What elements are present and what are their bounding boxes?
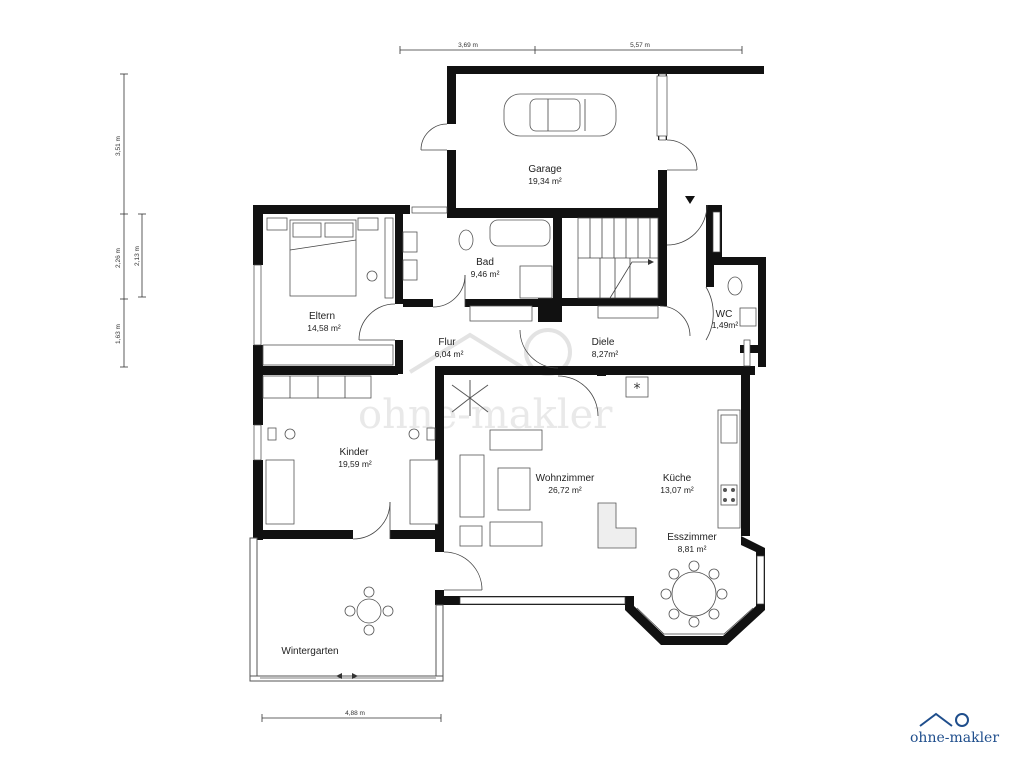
- room-garage-name: Garage: [528, 164, 562, 175]
- room-eltern-name: Eltern: [309, 311, 335, 322]
- bed-right: [409, 459, 439, 525]
- doors: [352, 123, 714, 591]
- bad-cabinet: [469, 305, 533, 322]
- sofa-bottom: [489, 521, 543, 547]
- bubble-icon: [955, 713, 969, 727]
- wardrobe: [384, 217, 394, 299]
- dim-top-right: 5,57 m: [630, 42, 650, 49]
- sink-2: [402, 259, 418, 281]
- room-esszimmer-area: 8,81 m²: [678, 544, 707, 554]
- room-kinder-area: 19,59 m²: [338, 459, 372, 469]
- dim-top-left: 3,69 m: [458, 42, 478, 49]
- chair-right: [408, 428, 420, 440]
- car-icon: [503, 93, 617, 137]
- desk-left: [267, 427, 277, 441]
- svg-text:*: *: [634, 381, 641, 397]
- room-garage-area: 19,34 m²: [528, 176, 562, 186]
- plant-icon: [451, 380, 489, 416]
- room-labels: Garage 19,34 m² Bad 9,46 m² Eltern 14,58…: [281, 164, 738, 657]
- wintergarten-table: [344, 586, 394, 636]
- watermark: ohne-makler: [358, 328, 613, 438]
- desk-right: [426, 427, 436, 441]
- fireplace-icon: [597, 502, 637, 549]
- chair-left: [284, 428, 296, 440]
- bathtub: [489, 219, 551, 247]
- room-kueche-area: 13,07 m²: [660, 485, 694, 495]
- room-eltern-area: 14,58 m²: [307, 323, 341, 333]
- sofa-left: [459, 454, 485, 518]
- room-diele-area: 8,27m²: [592, 349, 619, 359]
- diele-bench: [597, 305, 659, 319]
- sofa-top: [489, 429, 543, 451]
- shower: [519, 265, 553, 299]
- furniture: *: [262, 75, 757, 679]
- logo-text: ohne-makler: [910, 730, 999, 746]
- bed-left: [265, 459, 295, 525]
- room-wintergarten-name: Wintergarten: [281, 646, 338, 657]
- logo: ohne-makler: [910, 712, 999, 746]
- room-bad-name: Bad: [476, 257, 494, 268]
- double-bed: [266, 217, 379, 297]
- dimension-lines: [120, 46, 743, 722]
- room-kueche-name: Küche: [663, 473, 692, 484]
- toilet-bad: [458, 229, 474, 251]
- sliding-door-arrows: [336, 673, 358, 679]
- dim-left-2: 2,26 m: [115, 248, 122, 268]
- stove-icon: [720, 484, 738, 506]
- appliance-icon: [625, 376, 649, 398]
- dim-left-2b: 2,13 m: [134, 246, 141, 266]
- house-icon: [919, 712, 953, 727]
- kinder-wardrobe: [262, 375, 372, 399]
- watermark-text: ohne-makler: [358, 392, 613, 438]
- chair: [366, 270, 378, 282]
- toilet-wc: [727, 276, 743, 296]
- dim-left-1: 3,51 m: [115, 136, 122, 156]
- room-bad-area: 9,46 m²: [471, 269, 500, 279]
- room-wc-area: 1,49m²: [712, 320, 739, 330]
- coffee-table: [497, 467, 531, 511]
- sink-kitchen: [720, 414, 738, 444]
- room-flur-name: Flur: [438, 337, 456, 348]
- dining-table: [660, 560, 728, 628]
- eltern-wardrobe: [262, 344, 394, 366]
- sink-wc: [739, 307, 757, 327]
- room-diele-name: Diele: [592, 337, 615, 348]
- sink-1: [402, 231, 418, 253]
- dim-bottom: 4,88 m: [345, 710, 365, 717]
- room-wohnzimmer-area: 26,72 m²: [548, 485, 582, 495]
- room-kinder-name: Kinder: [340, 447, 370, 458]
- dim-left-3: 1,63 m: [115, 324, 122, 344]
- room-flur-area: 6,04 m²: [435, 349, 464, 359]
- room-wohnzimmer-name: Wohnzimmer: [536, 473, 595, 484]
- room-wc-name: WC: [716, 309, 733, 320]
- garage-door: [656, 75, 668, 137]
- armchair: [459, 525, 483, 547]
- staircase: [577, 217, 659, 299]
- room-esszimmer-name: Esszimmer: [667, 532, 717, 543]
